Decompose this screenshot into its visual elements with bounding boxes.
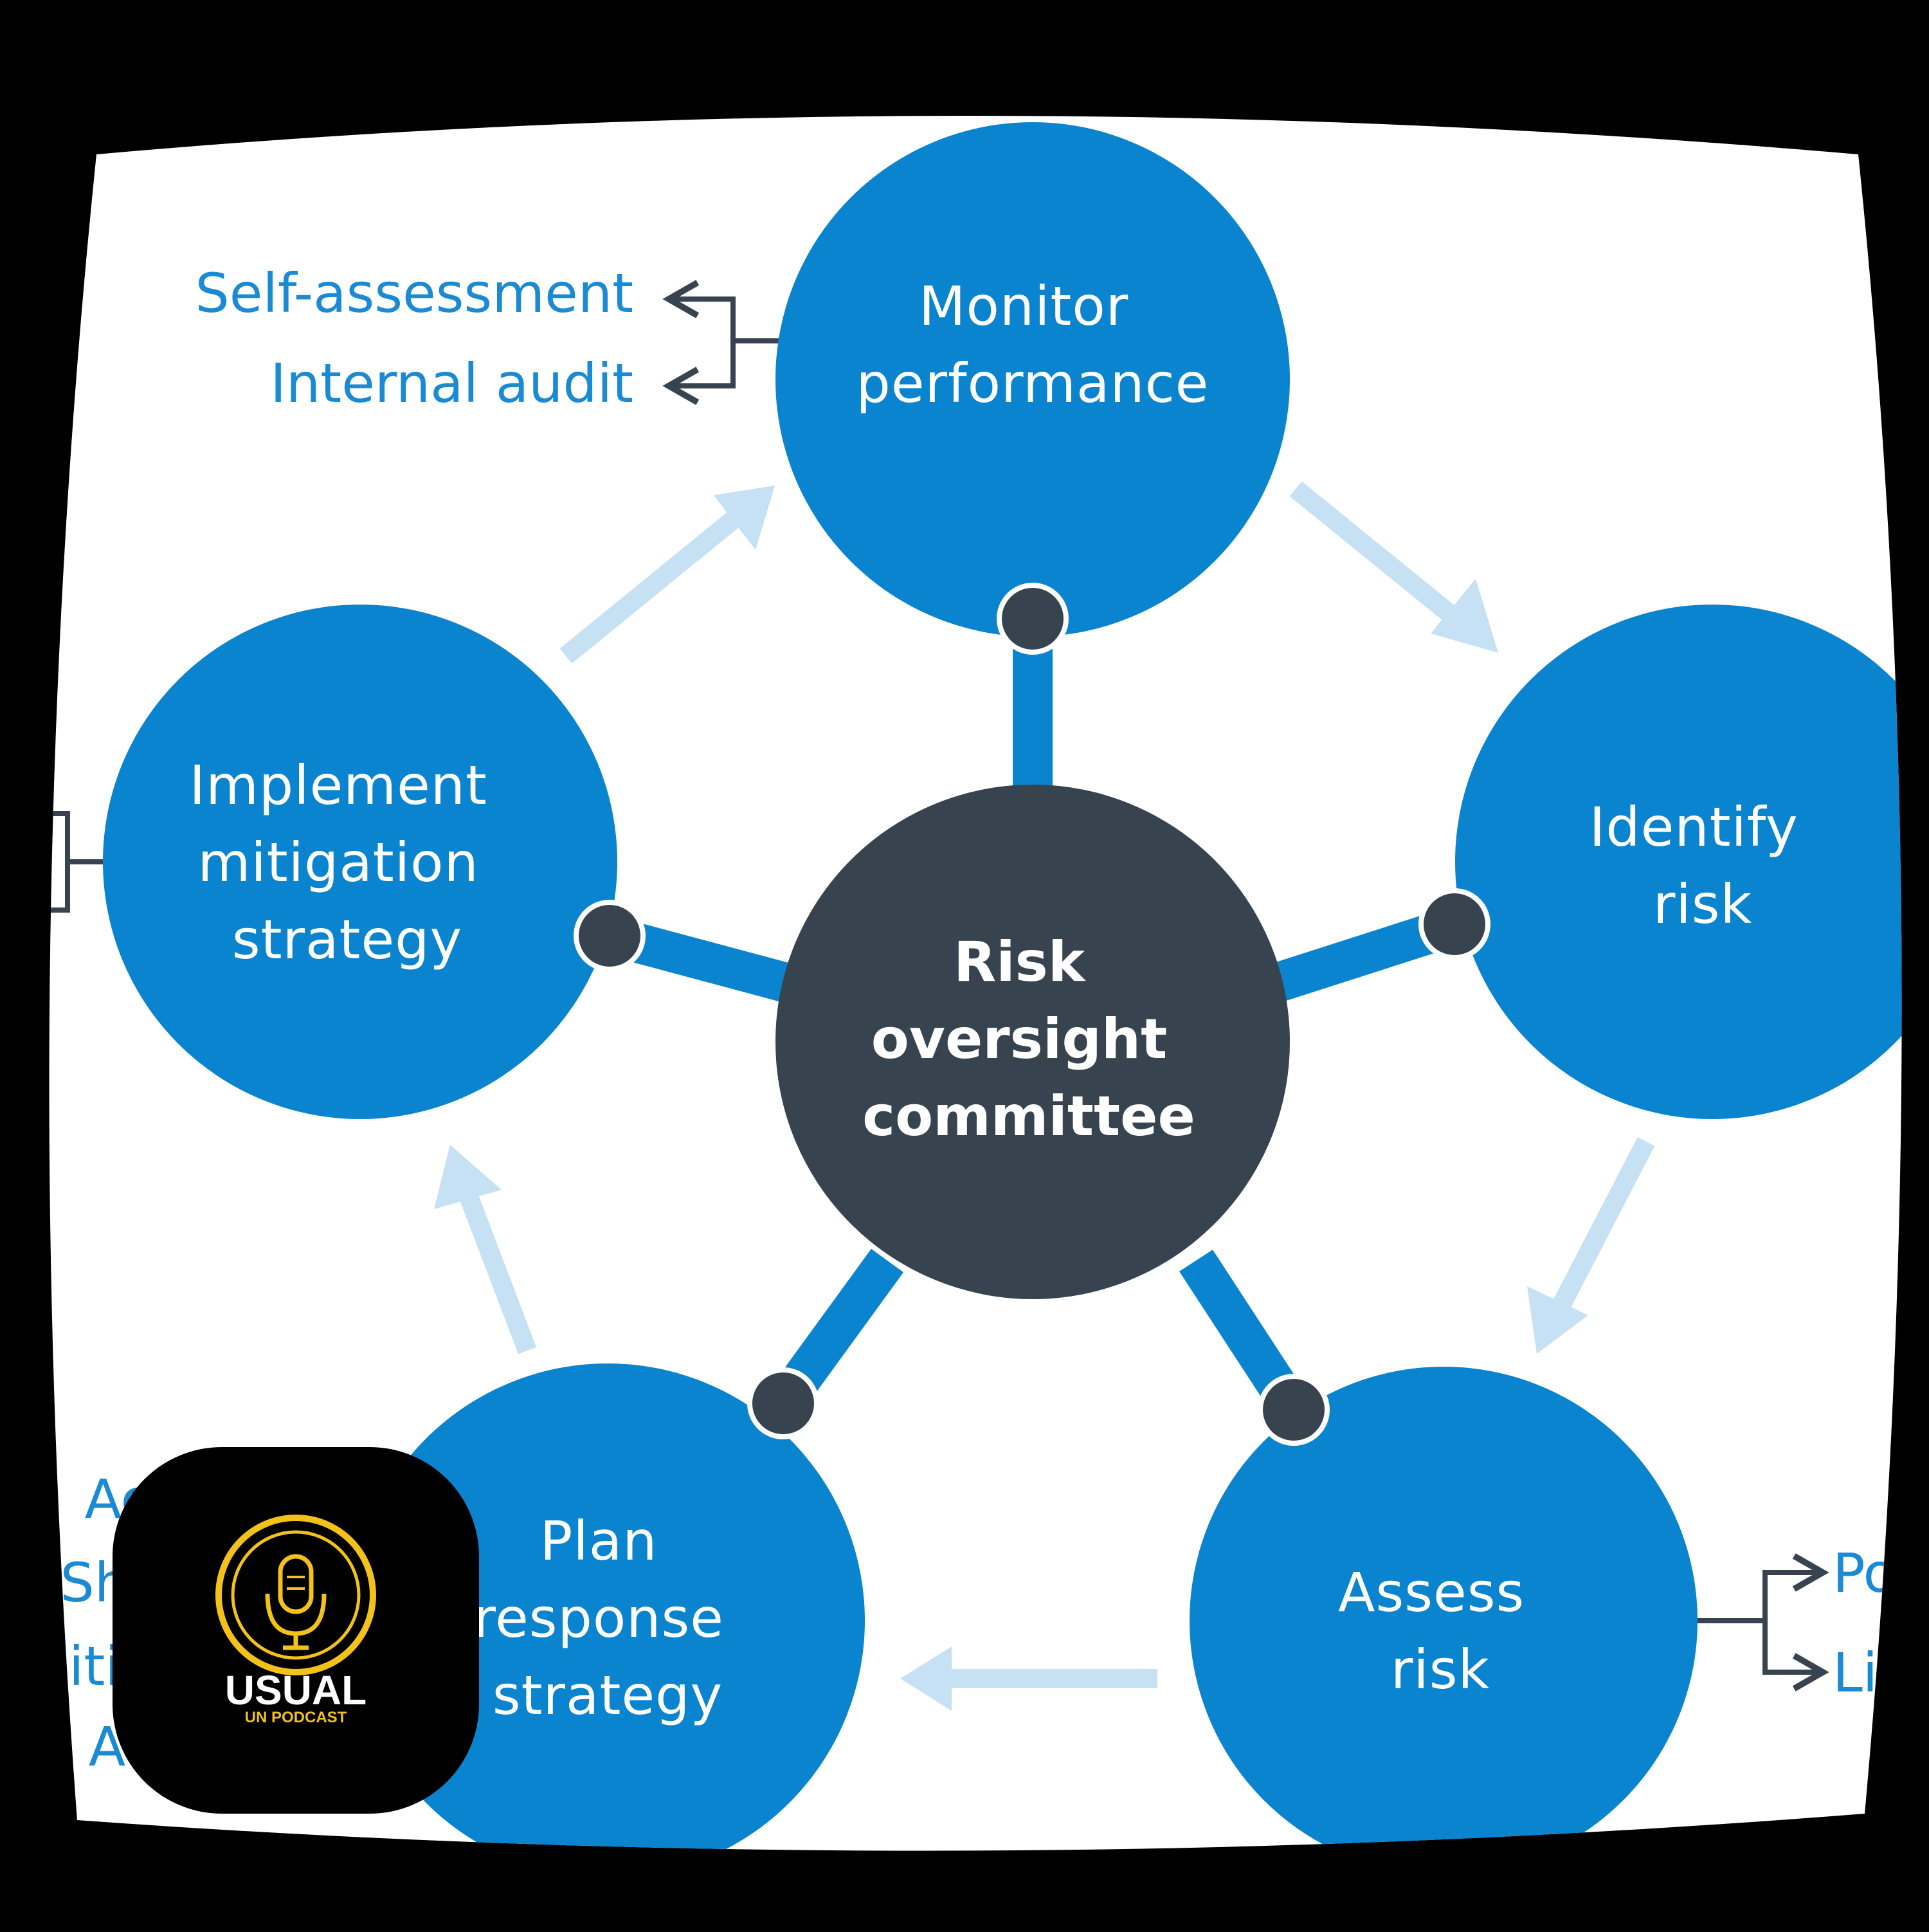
arrow-implement-to-monitor bbox=[559, 486, 775, 664]
node-identify bbox=[1455, 605, 1902, 1119]
side-label-self-assessment: Self-assessment bbox=[195, 262, 633, 325]
center-label: Risk oversight committee bbox=[862, 930, 1195, 1149]
arrow-assess-to-plan bbox=[900, 1646, 1157, 1711]
podcast-badge: USUAL UN PODCAST bbox=[113, 1447, 479, 1814]
connector-dot-monitor bbox=[997, 583, 1069, 655]
node-monitor bbox=[775, 122, 1290, 637]
node-center bbox=[775, 785, 1290, 1299]
node-plan-label: Plan response strategy bbox=[473, 1509, 741, 1727]
connector-dot-plan bbox=[747, 1367, 819, 1439]
microphone-icon bbox=[215, 1515, 376, 1675]
node-monitor-label: Monitor performance bbox=[856, 275, 1209, 415]
side-label-internal-audit: Internal audit bbox=[270, 352, 633, 415]
connector-dot-implement bbox=[574, 900, 646, 972]
side-label-assess-2: Li bbox=[1833, 1641, 1878, 1704]
node-plan bbox=[350, 1363, 865, 1851]
node-implement bbox=[103, 605, 617, 1119]
flow-arrows bbox=[434, 481, 1655, 1711]
node-assess-label: Assess risk bbox=[1338, 1561, 1543, 1701]
node-identify-label: Identify risk bbox=[1589, 796, 1816, 936]
implement-bracket bbox=[49, 811, 103, 913]
arrow-plan-to-implement bbox=[434, 1145, 537, 1354]
side-label-assess-1: Po bbox=[1833, 1542, 1896, 1605]
assess-bracket bbox=[1698, 1553, 1829, 1691]
monitor-bracket bbox=[662, 280, 781, 405]
node-assess bbox=[1190, 1367, 1698, 1851]
node-implement-label: Implement mitigation strategy bbox=[189, 754, 505, 971]
badge-subtitle: UN PODCAST bbox=[245, 1709, 347, 1726]
arrow-monitor-to-identify bbox=[1289, 481, 1498, 653]
connector-dot-assess bbox=[1258, 1374, 1330, 1446]
connector-dot-identify bbox=[1418, 888, 1490, 960]
badge-title: USUAL bbox=[225, 1667, 367, 1713]
arrow-identify-to-assess bbox=[1527, 1137, 1655, 1354]
